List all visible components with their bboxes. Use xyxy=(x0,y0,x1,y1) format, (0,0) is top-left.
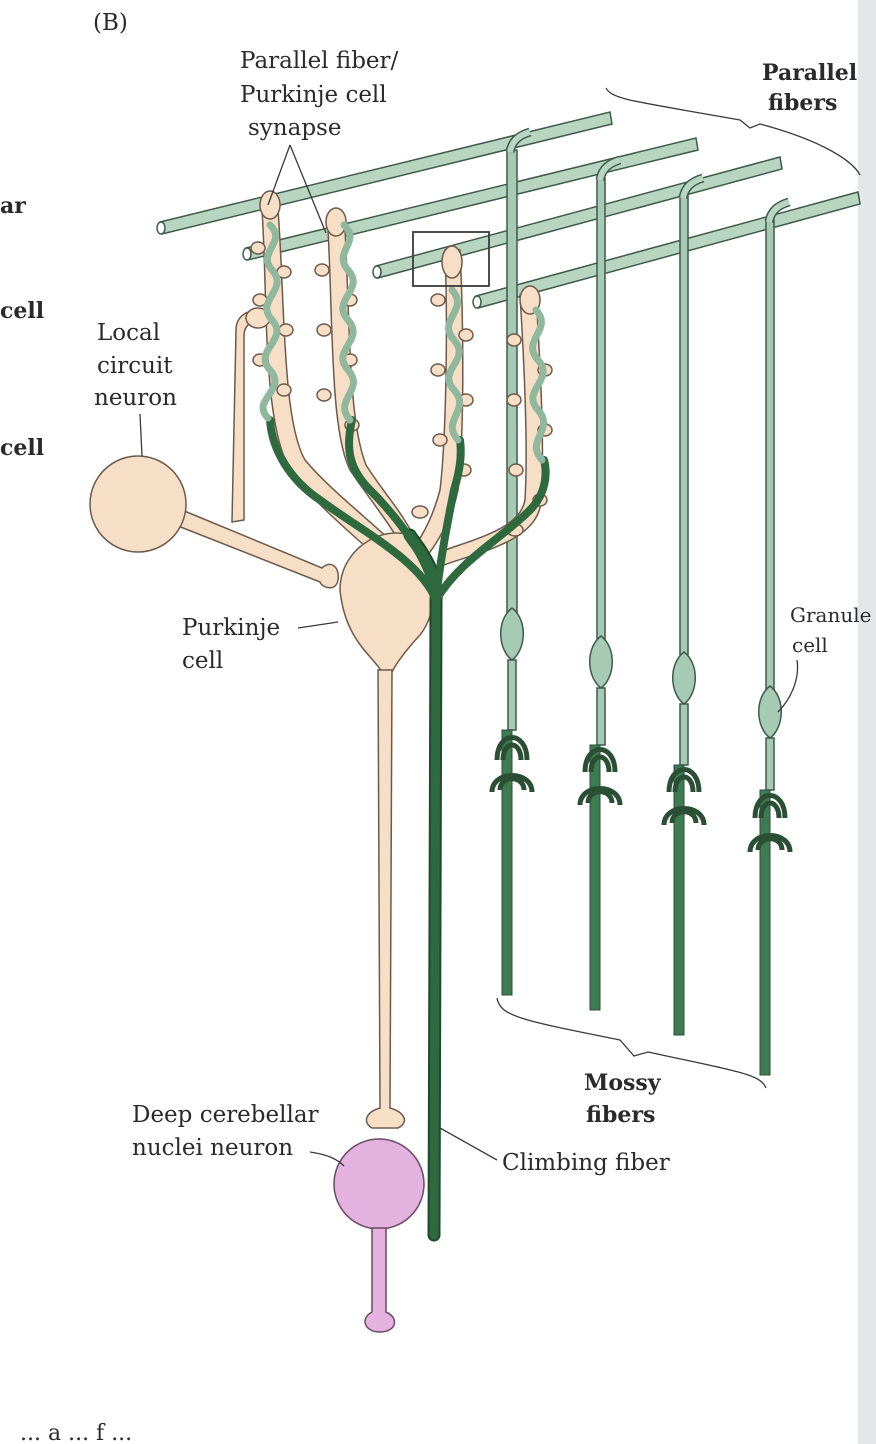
granule-axon-4 xyxy=(765,219,775,691)
deep-nuclei-neuron xyxy=(333,1138,425,1333)
label-purkinje-1: Purkinje xyxy=(182,615,280,641)
mossy-fiber-1 xyxy=(489,729,535,996)
cropped-left-text-3: cell xyxy=(0,435,44,461)
label-mossy-2: fibers xyxy=(586,1102,655,1128)
granule-axon-3 xyxy=(679,194,689,657)
panel-label: (B) xyxy=(93,10,128,36)
label-granule-2: cell xyxy=(792,633,828,657)
granule-axon-1 xyxy=(506,149,518,613)
granule-dendrite-3 xyxy=(679,703,689,766)
cropped-bottom-text: ... a ... f ... xyxy=(20,1421,132,1444)
granule-cells xyxy=(500,127,791,791)
climbing-fiber xyxy=(259,221,550,1242)
label-pf-synapse-1: Parallel fiber/ xyxy=(240,48,399,74)
bracket-parallel xyxy=(605,87,861,176)
local-neuron-soma xyxy=(89,455,187,553)
cropped-left-text-1: ar xyxy=(0,193,26,219)
parallel-fiber-2-end xyxy=(242,247,252,261)
mossy-rosette-4 xyxy=(747,793,793,853)
mossy-fiber-4 xyxy=(747,789,793,1076)
label-local-3: neuron xyxy=(94,385,177,411)
leader-local xyxy=(139,413,143,457)
mossy-fiber-2 xyxy=(577,744,623,1011)
label-deep-1: Deep cerebellar xyxy=(132,1102,319,1128)
label-climbing: Climbing fiber xyxy=(502,1150,670,1176)
label-mossy-1: Mossy xyxy=(584,1070,662,1096)
parallel-fiber-1-end xyxy=(156,221,166,235)
granule-body-2 xyxy=(589,635,613,689)
bracket-mossy xyxy=(496,997,767,1089)
granule-dendrite-2 xyxy=(596,687,606,746)
local-neuron-process xyxy=(231,310,263,523)
leader-synapse-a xyxy=(267,144,291,206)
leader-synapse-b xyxy=(289,144,327,234)
leader-climbing xyxy=(439,1127,498,1161)
label-parallel-fibers-1: Parallel xyxy=(762,60,857,86)
leader-granule xyxy=(777,659,799,713)
granule-dendrite-4 xyxy=(765,737,775,791)
local-neuron-axon xyxy=(177,508,339,589)
parallel-fiber-4-end xyxy=(472,295,482,309)
cropped-left-text-2: cell xyxy=(0,298,44,324)
synapse-highlight-box xyxy=(412,231,490,287)
granule-body-1 xyxy=(500,607,524,661)
label-local-1: Local xyxy=(97,320,160,346)
mossy-fibers xyxy=(489,729,793,1076)
mossy-rosette-1 xyxy=(489,735,535,793)
label-purkinje-2: cell xyxy=(182,648,223,674)
leader-lines xyxy=(139,87,861,1167)
mossy-rosette-3 xyxy=(661,767,707,826)
mossy-fiber-3 xyxy=(661,764,707,1036)
label-granule-1: Granule xyxy=(790,603,871,627)
label-local-2: circuit xyxy=(97,353,173,379)
local-circuit-neuron xyxy=(89,307,339,589)
leader-purkinje xyxy=(297,621,339,629)
granule-body-3 xyxy=(672,651,696,705)
label-deep-2: nuclei neuron xyxy=(132,1135,293,1161)
label-pf-synapse-2: Purkinje cell xyxy=(240,82,387,108)
mossy-rosette-2 xyxy=(577,747,623,806)
deep-neuron-axon xyxy=(364,1227,396,1333)
granule-dendrite-1 xyxy=(507,659,517,731)
deep-neuron-soma xyxy=(333,1138,425,1230)
page-edge-shadow xyxy=(858,0,876,1444)
purkinje-axon xyxy=(365,669,406,1129)
leader-deep xyxy=(309,1151,345,1167)
parallel-fiber-3-end xyxy=(372,265,382,279)
label-parallel-fibers-2: fibers xyxy=(768,90,837,116)
granule-body-4 xyxy=(758,685,782,739)
label-pf-synapse-3: synapse xyxy=(248,115,341,141)
granule-axon-2 xyxy=(596,177,606,641)
